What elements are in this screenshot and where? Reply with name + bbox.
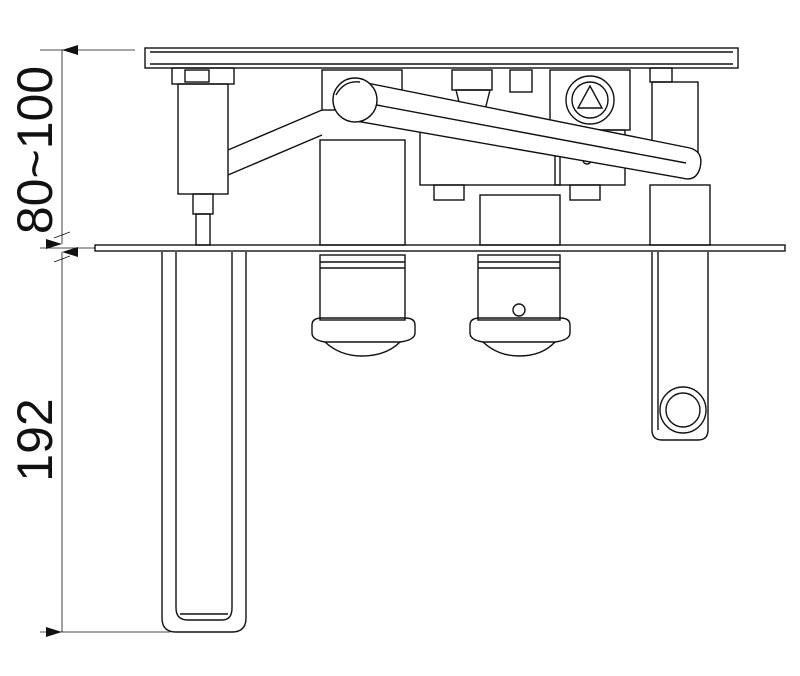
wall-plate — [94, 244, 786, 252]
dimension-upper-label: 80~100 — [7, 66, 63, 234]
right-handle-column — [649, 67, 711, 441]
spout — [161, 252, 247, 633]
top-mounting-plate — [144, 47, 739, 69]
lever-handle — [332, 77, 702, 180]
dimension-lines — [40, 45, 170, 637]
left-valve-stem — [171, 67, 323, 246]
dimension-lower-label: 192 — [7, 398, 63, 481]
